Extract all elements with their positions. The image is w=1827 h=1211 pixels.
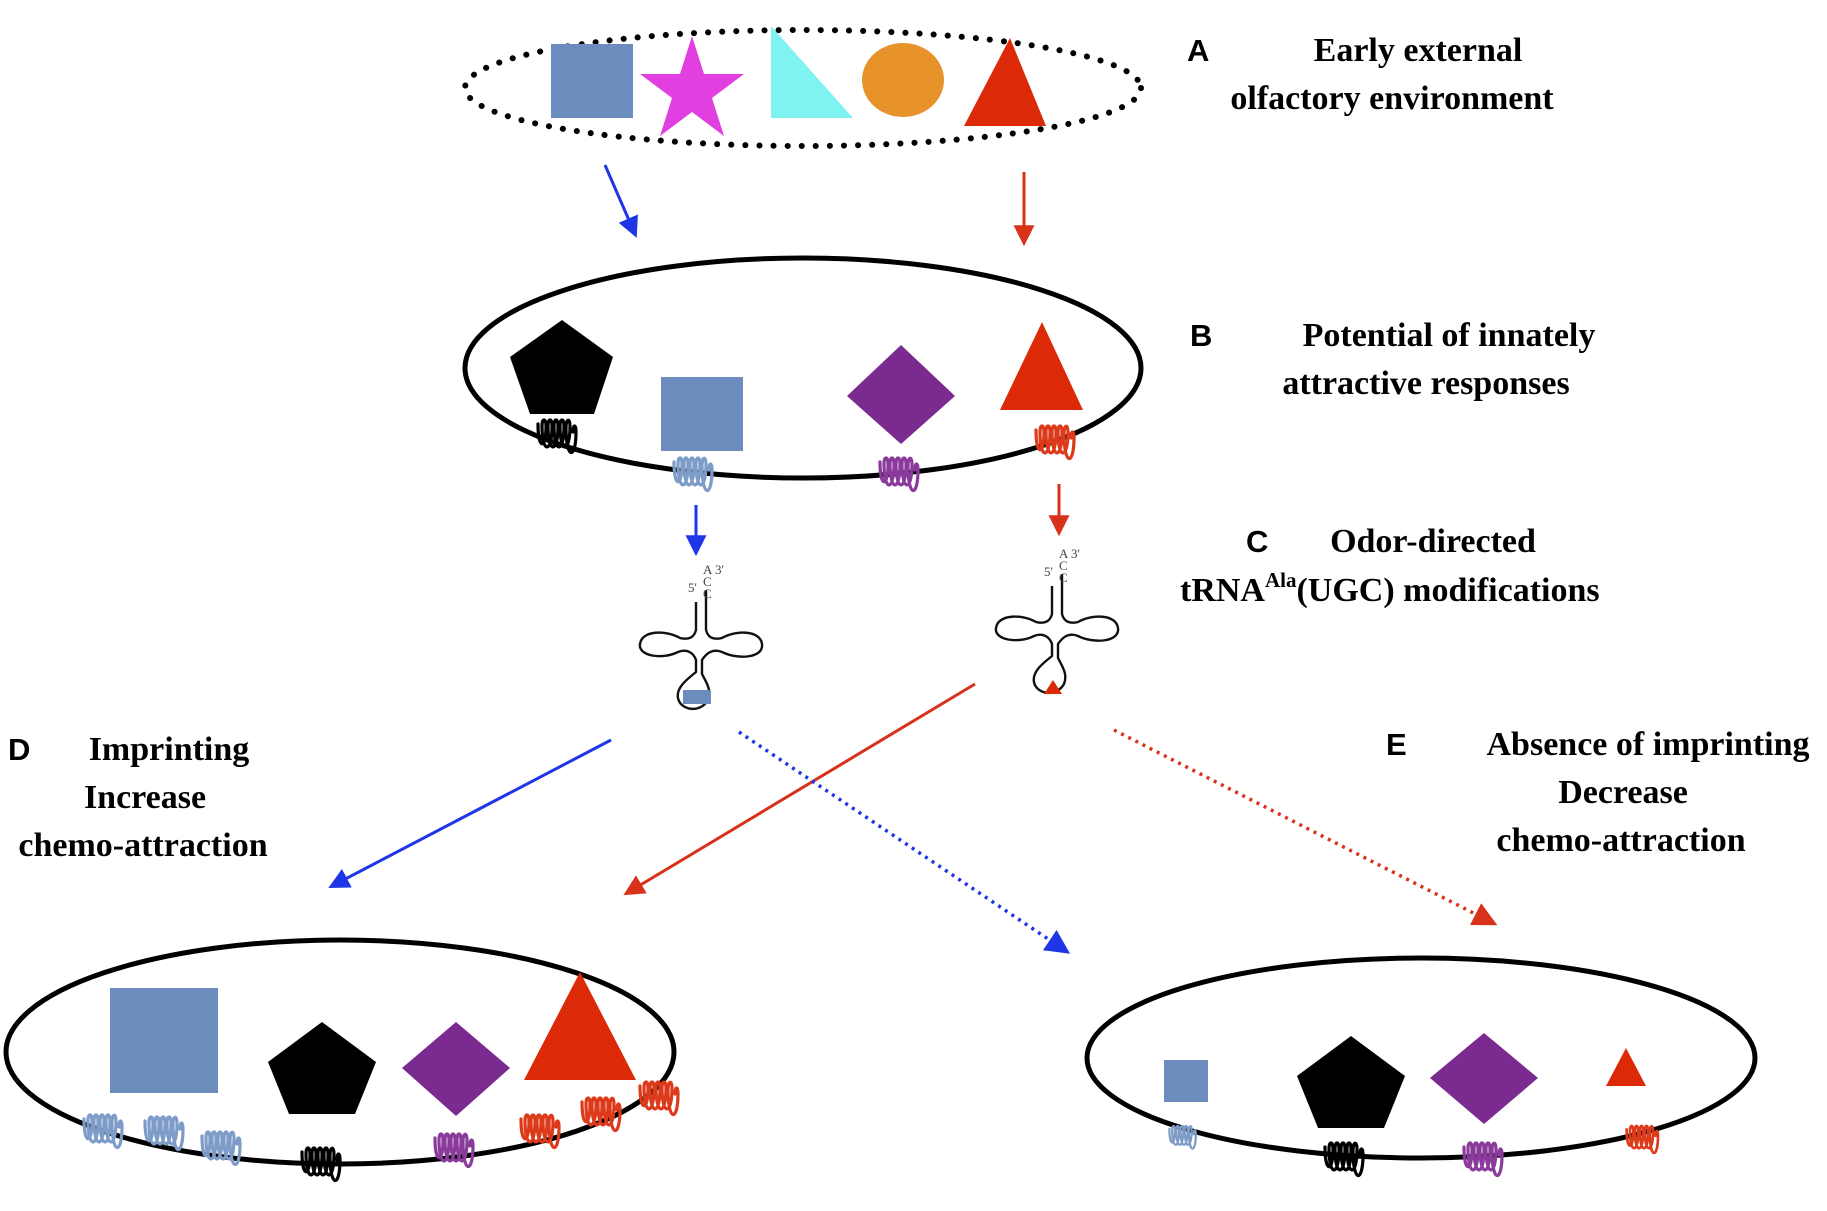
not-imprinted-triangle: [1606, 1048, 1646, 1086]
receptor-diamond: [1462, 1141, 1504, 1178]
imprinted-square: [110, 988, 218, 1093]
trna-blue: 5' A 3' C C: [638, 562, 764, 711]
imprinted-triangle: [524, 972, 636, 1080]
trna-red: 5' A 3' C C: [994, 546, 1120, 695]
panel-d-letter: D: [8, 732, 30, 767]
innate-group: [462, 255, 1144, 493]
panel-a-line1: Early external: [1314, 32, 1523, 69]
not-imprinted-square: [1164, 1060, 1208, 1102]
receptor-diamond: [433, 1132, 475, 1169]
imprinted-receptors: [82, 1080, 680, 1183]
trna-red-a: A: [1059, 546, 1069, 561]
imprinted-group: [3, 937, 680, 1183]
receptor-square: [1168, 1124, 1197, 1150]
trna-blue-5prime: 5': [688, 580, 697, 595]
trna-cloverleaf-icon: [994, 572, 1120, 695]
arrow-red-dotted-to-absence: [1113, 728, 1498, 926]
panel-e-line2: Decrease: [1558, 774, 1688, 811]
innate-triangle: [1000, 322, 1083, 410]
innate-ellipse: [462, 255, 1144, 481]
arrow-blue-a-to-b: [603, 164, 638, 238]
not-imprinted-pentagon: [1297, 1036, 1405, 1128]
odorant-right-triangle: [771, 26, 853, 118]
receptor-pentagon: [300, 1146, 342, 1183]
trna-blue-modification: [683, 690, 711, 704]
environment-group: [462, 26, 1144, 149]
panel-a-line2: olfactory environment: [1230, 80, 1554, 117]
imprinted-diamond: [402, 1022, 510, 1116]
panel-b-line2: attractive responses: [1282, 365, 1569, 402]
not-imprinted-ellipse: [1084, 955, 1758, 1161]
innate-square: [661, 377, 743, 451]
receptor-square: [82, 1113, 124, 1150]
odorant-triangle: [964, 38, 1046, 126]
panel-c-trna-suffix: (UGC) modifications: [1296, 572, 1599, 609]
odorant-square: [551, 44, 633, 118]
panel-a-letter: A: [1187, 33, 1209, 68]
environment-ellipse: [462, 27, 1144, 149]
panel-c-line1: Odor-directed: [1330, 523, 1536, 560]
panel-c-trna-sup: Ala: [1265, 568, 1297, 592]
trna-red-modification: [1044, 680, 1062, 694]
receptor-pentagon: [1323, 1141, 1365, 1178]
innate-diamond: [847, 345, 955, 444]
panel-e-letter: E: [1386, 727, 1407, 762]
not-imprinted-receptors: [1168, 1124, 1660, 1178]
odorant-star: [640, 36, 744, 136]
panel-c-letter: C: [1246, 524, 1268, 559]
odorant-ellipse: [862, 43, 944, 117]
panel-e-line3: chemo-attraction: [1496, 822, 1745, 859]
panel-d-line1: Imprinting: [89, 731, 250, 768]
trna-blue-c1: C: [703, 574, 712, 589]
trna-red-3prime: 3': [1071, 546, 1080, 561]
panel-d-line2: Increase: [84, 779, 206, 816]
trna-blue-3prime: 3': [715, 562, 724, 577]
not-imprinted-group: [1084, 955, 1758, 1178]
trna-blue-c2: C: [703, 586, 712, 601]
trna-red-c1: C: [1059, 558, 1068, 573]
receptor-square: [672, 456, 714, 493]
panel-b-letter: B: [1190, 318, 1212, 353]
not-imprinted-diamond: [1430, 1033, 1538, 1124]
receptor-triangle: [638, 1080, 680, 1117]
panel-c-line2: tRNAAla(UGC) modifications: [1180, 568, 1600, 609]
panel-b-line1: Potential of innately: [1303, 317, 1596, 354]
receptor-triangle: [1034, 424, 1076, 461]
panel-c-trna: tRNA: [1180, 572, 1265, 609]
trna-red-5prime: 5': [1044, 564, 1053, 579]
arrow-red-to-imprinting: [623, 682, 976, 896]
innate-pentagon: [510, 320, 613, 414]
receptor-triangle: [1625, 1124, 1660, 1155]
imprinted-pentagon: [268, 1022, 376, 1114]
panel-d-line3: chemo-attraction: [18, 827, 267, 864]
arrow-blue-dotted-to-absence: [738, 730, 1071, 954]
trna-red-c2: C: [1059, 570, 1068, 585]
trna-blue-a: A: [703, 562, 713, 577]
receptor-diamond: [878, 456, 920, 493]
arrow-blue-to-imprinting: [328, 738, 612, 888]
panel-e-line1: Absence of imprinting: [1487, 726, 1810, 763]
